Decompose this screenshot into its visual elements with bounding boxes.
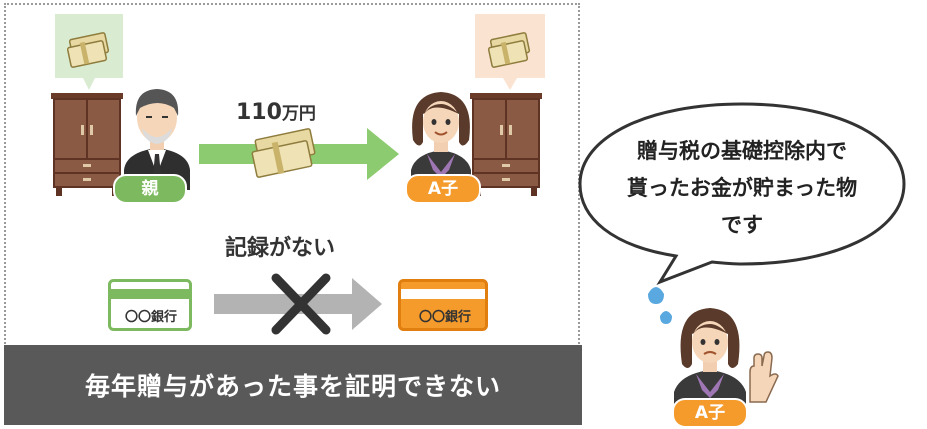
speech-line-1: 贈与税の基礎控除内で	[637, 139, 847, 163]
speech-line-2: 貰ったお金が貯まった物	[626, 176, 858, 200]
amount-unit: 万円	[281, 104, 316, 124]
worried-child-icon	[648, 287, 779, 410]
transfer-arrow	[199, 128, 399, 180]
amount-number: 110	[236, 100, 282, 125]
child-label: A子	[405, 174, 481, 204]
cross-icon	[271, 273, 331, 335]
child-cabinet-icon	[470, 93, 542, 196]
parent-cabinet-icon	[51, 93, 123, 196]
parent-label: 親	[113, 174, 187, 204]
parent-money-bubble	[55, 14, 123, 90]
child-bank-card-icon	[398, 279, 488, 331]
cash-bundle-icon	[251, 128, 316, 178]
no-record-label: 記録がない	[225, 236, 336, 261]
parent-bank-card-label: 〇〇銀行	[124, 310, 177, 325]
child-bank-card-label: 〇〇銀行	[418, 310, 471, 325]
speech-line-3: です	[721, 213, 763, 237]
parent-bank-card-icon	[108, 279, 192, 331]
child-money-bubble	[475, 14, 545, 90]
conclusion-banner: 毎年贈与があった事を証明できない	[4, 345, 582, 425]
cash-bundle-icon	[487, 32, 531, 68]
conclusion-text: 毎年贈与があった事を証明できない	[84, 372, 501, 401]
speaker-label: A子	[672, 398, 748, 428]
sweat-drop-icon	[660, 311, 672, 324]
blocked-transfer-arrow	[214, 273, 382, 335]
transfer-amount: 110万円	[236, 99, 316, 125]
raised-hand-icon	[749, 351, 779, 403]
cash-bundle-icon	[66, 32, 110, 68]
sweat-drop-icon	[648, 287, 664, 304]
speech-text: 贈与税の基礎控除内で 貰ったお金が貯まった物 です	[592, 133, 892, 244]
speech-bubble	[578, 102, 906, 285]
